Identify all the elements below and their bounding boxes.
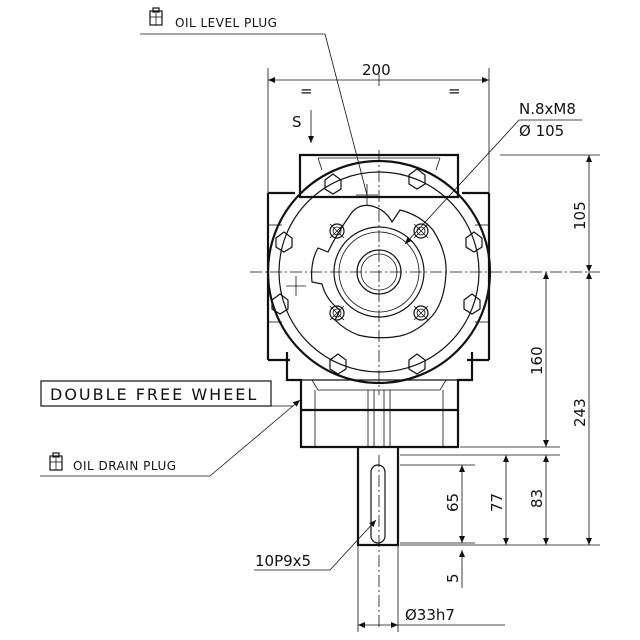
bolt-hole-se — [413, 305, 429, 321]
shaft-diameter-label: Ø33h7 — [405, 606, 455, 624]
section-mark-label: S — [292, 113, 302, 131]
dimension-83-label: 83 — [528, 489, 546, 508]
dimension-65-label: 65 — [444, 493, 462, 512]
double-free-wheel-label: DOUBLE FREE WHEEL — [50, 385, 258, 404]
equal-mark-right: = — [448, 82, 461, 100]
bolt-hole-sw — [329, 305, 345, 321]
dimension-105: 105 — [500, 154, 600, 272]
dimension-83: 83 — [400, 454, 560, 545]
dimension-77: 77 — [488, 455, 509, 545]
hex-bolts — [271, 168, 483, 375]
dimension-65: 65 — [400, 464, 475, 544]
dimension-width-200: 200 = = — [267, 61, 490, 195]
oil-drain-plug-callout: OIL DRAIN PLUG — [40, 399, 301, 477]
oil-level-plug-callout: OIL LEVEL PLUG — [140, 7, 368, 196]
bolt-hole-nw — [329, 223, 345, 239]
shaft-diameter-dimension: Ø33h7 — [357, 545, 505, 632]
section-mark: S — [292, 110, 314, 143]
oil-level-plug-label: OIL LEVEL PLUG — [175, 16, 277, 30]
double-free-wheel-callout: DOUBLE FREE WHEEL — [40, 380, 293, 407]
dimension-160-label: 160 — [528, 346, 546, 375]
dimension-5-label: 5 — [444, 573, 462, 583]
bolt-hole-ne — [413, 223, 429, 239]
keyway-callout: 10P9x5 — [254, 519, 377, 571]
dimension-243: 243 — [400, 272, 600, 546]
dimension-105-label: 105 — [571, 201, 589, 230]
dimension-77-label: 77 — [488, 493, 506, 512]
keyway-label: 10P9x5 — [255, 552, 311, 570]
dimension-243-label: 243 — [571, 398, 589, 427]
oil-drain-plug-label: OIL DRAIN PLUG — [73, 459, 177, 473]
bolt-spec-label: N.8xM8 — [519, 100, 576, 118]
plug-icon — [149, 7, 163, 26]
output-shaft — [356, 446, 400, 547]
dimension-160: 160 — [460, 272, 560, 448]
bolt-spec-callout: N.8xM8 Ø 105 — [404, 100, 582, 245]
bolt-circle-label: Ø 105 — [519, 122, 564, 140]
dimension-200-label: 200 — [362, 61, 391, 79]
equal-mark-left: = — [300, 82, 313, 100]
plug-icon — [49, 452, 63, 471]
dimension-5: 5 — [444, 550, 465, 588]
inner-flange — [286, 184, 447, 339]
